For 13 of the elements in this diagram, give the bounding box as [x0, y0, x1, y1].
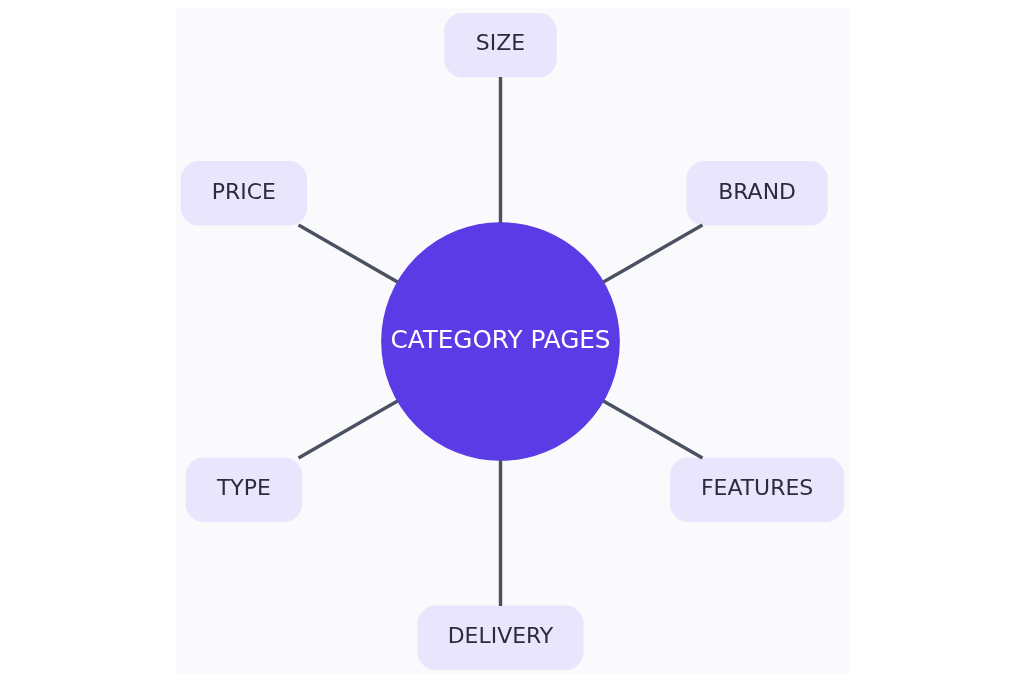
connector	[602, 223, 703, 284]
connector	[498, 460, 502, 606]
connector	[602, 399, 703, 460]
connector	[297, 399, 398, 460]
connector	[498, 77, 502, 223]
node-box: BRAND	[685, 161, 828, 226]
node-box: SIZE	[443, 12, 557, 78]
node-box: TYPE	[185, 457, 302, 522]
node-box: DELIVERY	[417, 605, 583, 671]
node-box: FEATURES	[669, 457, 844, 522]
node-box: PRICE	[180, 161, 307, 226]
node-circle: CATEGORY PAGES	[380, 222, 620, 461]
connector	[297, 223, 398, 284]
